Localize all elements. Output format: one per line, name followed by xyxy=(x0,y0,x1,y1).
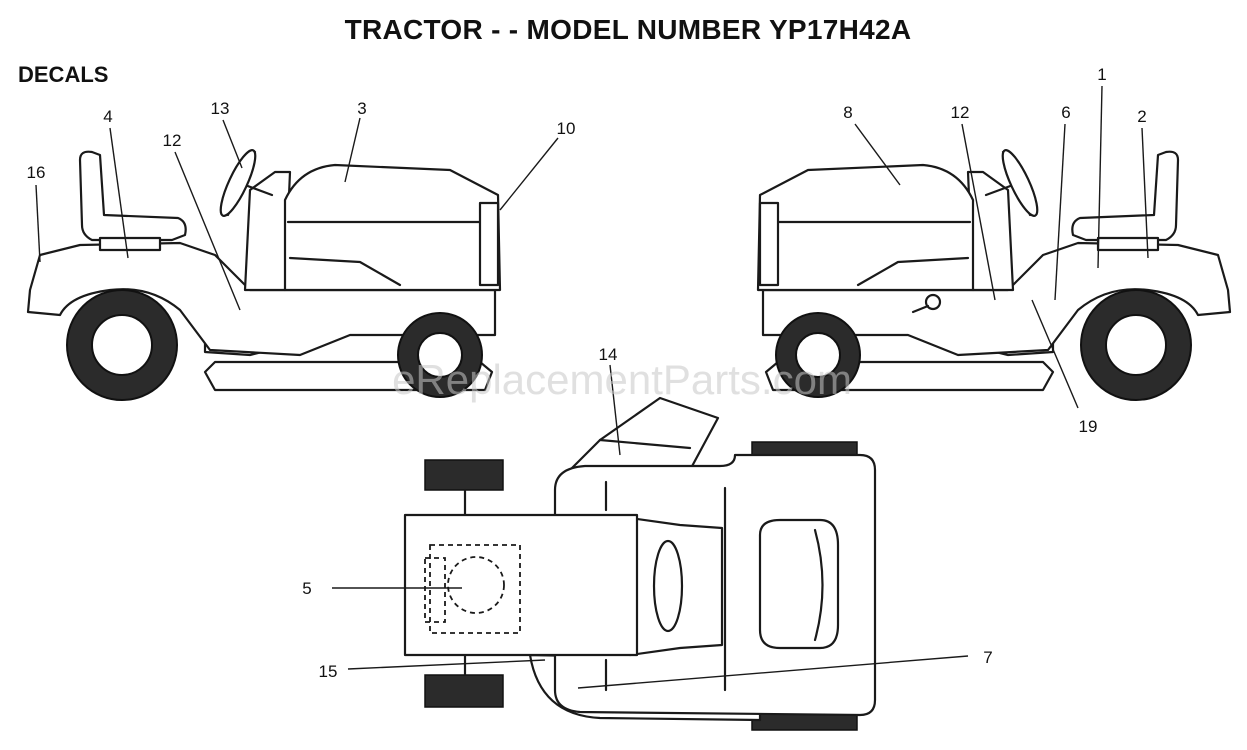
rear-hub-left xyxy=(91,314,153,376)
callout-4: 4 xyxy=(103,107,112,126)
callout-13: 13 xyxy=(211,99,230,118)
tractor-left-view xyxy=(26,149,502,401)
hood-lines-left xyxy=(286,220,497,287)
right-leaders xyxy=(854,85,1149,409)
top-leaders xyxy=(332,364,969,689)
right-callouts: 8 12 6 1 2 19 xyxy=(843,65,1146,436)
grille-left xyxy=(478,201,500,287)
callout-2: 2 xyxy=(1137,107,1146,126)
steering-top xyxy=(652,539,684,633)
callout-15: 15 xyxy=(319,662,338,681)
discharge-chute-top xyxy=(568,396,720,472)
callout-12-right: 12 xyxy=(951,103,970,122)
front-wheel-top-lower xyxy=(424,674,504,708)
callout-10: 10 xyxy=(557,119,576,138)
steering-rim-left xyxy=(219,149,257,217)
callout-12-left: 12 xyxy=(163,131,182,150)
seat-left xyxy=(78,150,187,242)
left-leaders xyxy=(35,117,559,311)
hood-top xyxy=(403,513,639,657)
front-hub-left xyxy=(417,332,463,378)
callout-14: 14 xyxy=(599,345,618,364)
callout-8: 8 xyxy=(843,103,852,122)
seat-top xyxy=(758,518,840,650)
callout-3: 3 xyxy=(357,99,366,118)
callout-19: 19 xyxy=(1079,417,1098,436)
tractor-right-view xyxy=(756,149,1232,401)
hood-left xyxy=(283,163,502,292)
watermark-text: eReplacementParts.com xyxy=(392,356,852,403)
seat-base-left xyxy=(98,236,162,252)
callout-16: 16 xyxy=(27,163,46,182)
callout-6: 6 xyxy=(1061,103,1070,122)
callout-1: 1 xyxy=(1097,65,1106,84)
tractor-top-view xyxy=(403,396,877,731)
front-wheel-top-upper xyxy=(424,459,504,491)
dash-left xyxy=(243,170,292,292)
callout-5: 5 xyxy=(302,579,311,598)
diagram-title: TRACTOR - - MODEL NUMBER YP17H42A xyxy=(344,14,912,45)
top-callouts: 14 5 15 7 xyxy=(302,345,992,681)
section-label: DECALS xyxy=(18,62,109,87)
left-callouts: 16 4 12 13 3 10 xyxy=(27,99,576,182)
callout-7: 7 xyxy=(983,648,992,667)
